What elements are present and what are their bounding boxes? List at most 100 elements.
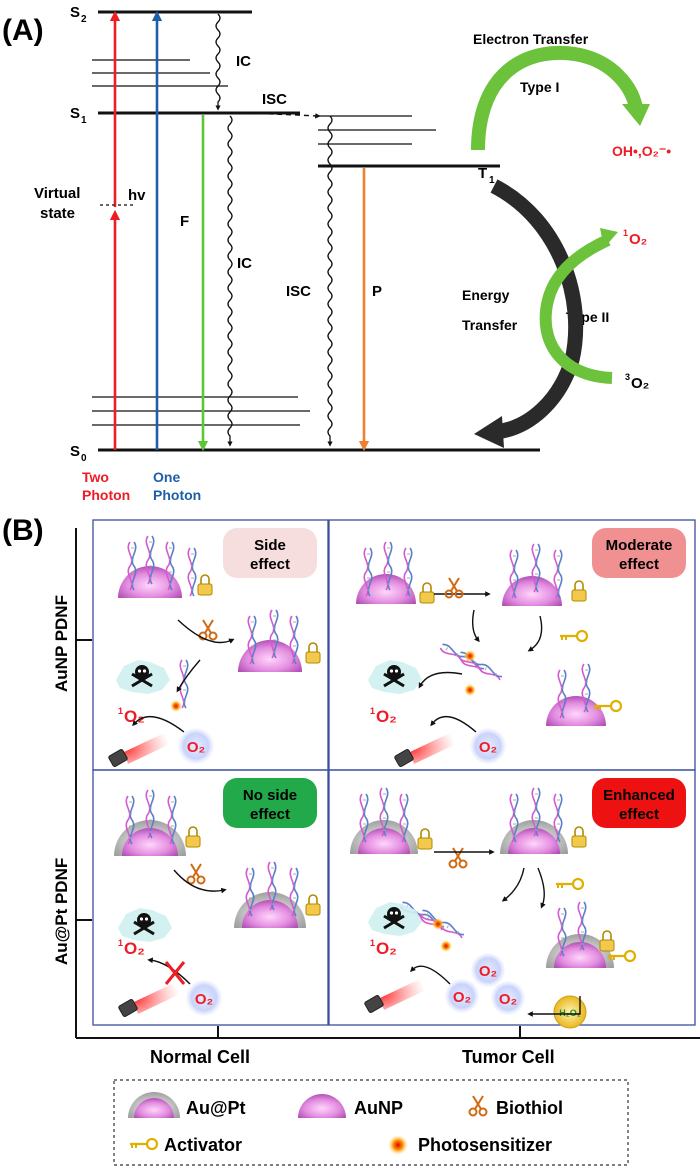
y-axis-label-bottom: Au@Pt PDNF	[52, 858, 71, 965]
lock-icon	[197, 574, 213, 596]
h2o2-arrow	[527, 996, 581, 1017]
f-label: F	[180, 213, 189, 230]
scissors-icon	[468, 1095, 488, 1117]
ic-mid-label: IC	[237, 255, 252, 272]
radicals-label: OH•,O₂⁻•	[612, 143, 671, 159]
skull-icon	[114, 658, 172, 696]
o2-text: O₂	[195, 991, 213, 1008]
o2-text: O₂	[479, 963, 497, 980]
laser-icon	[107, 731, 171, 768]
state-label: state	[40, 205, 75, 222]
triplet-o2-sup: 3	[625, 372, 630, 382]
type-2-curve	[539, 234, 613, 384]
singlet-o2-sup: 1	[118, 706, 123, 716]
energy-label: Energy	[462, 287, 510, 303]
type-2-arrowhead	[600, 228, 618, 248]
legend-biothiol-label: Biothiol	[496, 1098, 563, 1118]
h2o2-text: H₂O₂	[559, 1008, 581, 1018]
panel-b-title: (B)	[2, 514, 44, 547]
t1-sub: 1	[489, 175, 495, 186]
quadrant-aupt-tumor	[328, 769, 696, 1026]
legend-au-pt: Au@Pt	[128, 1092, 246, 1118]
singlet-o2-sup: 1	[623, 228, 628, 238]
enhanced-effect-line-1: Enhanced	[603, 787, 675, 804]
q1-artwork: 1 O₂ O₂	[107, 535, 321, 768]
panel-a-title: (A)	[2, 14, 44, 47]
blocked-cross-icon	[164, 961, 186, 985]
singlet-o2-sup: 1	[118, 938, 123, 948]
lock-icon	[417, 828, 433, 850]
o2-text: O₂	[479, 739, 497, 756]
type-1-label: Type I	[520, 79, 559, 95]
aunp-icon	[298, 1094, 346, 1118]
q3-artwork: 1 O₂ O₂	[114, 789, 321, 1018]
o2-bubble	[445, 979, 479, 1013]
legend-aunp-label: AuNP	[354, 1098, 403, 1118]
legend-activator: Activator	[128, 1135, 242, 1155]
scissors-icon	[186, 863, 206, 885]
no-side-effect-line-1: No side	[243, 787, 297, 804]
o2-text: O₂	[187, 739, 205, 756]
q2-artwork: 1 O₂ O₂	[356, 541, 623, 768]
photosensitizer-icon	[464, 684, 476, 696]
s0-sub: 0	[81, 453, 87, 464]
lock-icon	[305, 894, 321, 916]
aunp-particle	[546, 696, 606, 726]
transfer-label: Transfer	[462, 317, 518, 333]
one-photon-label-2: Photon	[153, 487, 201, 503]
side-effect-line-2: effect	[250, 556, 290, 573]
legend-aunp: AuNP	[298, 1094, 403, 1118]
o2-bubble	[178, 728, 214, 764]
legend-biothiol: Biothiol	[468, 1095, 563, 1118]
scissors-icon	[448, 847, 468, 869]
aunp-particle	[238, 640, 302, 672]
side-effect-badge	[223, 528, 317, 578]
two-photon-label-1: Two	[82, 469, 109, 485]
panel-b: (B) AuNP PDNF Au@Pt PDNF Normal Cell Tum…	[2, 514, 700, 1166]
x-axis-label-right: Tumor Cell	[462, 1047, 555, 1067]
skull-icon	[116, 906, 174, 944]
legend-photosensitizer: Photosensitizer	[388, 1135, 552, 1155]
ic-wave-bottom	[227, 115, 233, 447]
two-photon-label-2: Photon	[82, 487, 130, 503]
moderate-effect-line-2: effect	[619, 556, 659, 573]
key-icon	[554, 877, 585, 891]
triplet-o2-label: O₂	[631, 375, 649, 392]
isc-arrow-label: ISC	[262, 91, 287, 108]
s2-label: S	[70, 4, 80, 21]
aupt-core	[358, 828, 410, 854]
type-1-curve	[471, 45, 643, 151]
vibrational-levels	[92, 59, 436, 426]
side-effect-line-1: Side	[254, 537, 286, 554]
singlet-o2-text: O₂	[376, 939, 397, 958]
one-photon-label-1: One	[153, 469, 180, 485]
skull-icon	[366, 658, 424, 696]
laser-icon	[363, 977, 427, 1014]
moderate-effect-badge	[592, 528, 686, 578]
ic-top-label: IC	[236, 53, 251, 70]
o2-bubble	[471, 953, 505, 987]
o2-text: O₂	[453, 989, 471, 1006]
photosensitizer-icon	[170, 700, 182, 712]
ic-wave-top	[215, 13, 221, 111]
singlet-o2-text: O₂	[124, 707, 145, 726]
s2-sub: 2	[81, 14, 87, 25]
aupt-core	[554, 942, 606, 968]
aupt-core	[508, 828, 560, 854]
lock-icon	[305, 642, 321, 664]
quadrant-aupt-normal	[92, 769, 329, 1026]
aupt-core	[122, 828, 178, 856]
no-side-effect-badge	[223, 778, 317, 828]
energy-transfer-arrowhead	[474, 416, 504, 448]
legend-photosensitizer-label: Photosensitizer	[418, 1135, 552, 1155]
type-1-arrowhead	[622, 104, 650, 126]
s0-label: S	[70, 443, 80, 460]
t1-label: T	[478, 165, 487, 182]
x-axis-label-left: Normal Cell	[150, 1047, 250, 1067]
isc-dashed-arrow	[249, 112, 321, 119]
lock-icon	[599, 930, 615, 952]
singlet-o2-text: O₂	[124, 939, 145, 958]
o2-text: O₂	[499, 991, 517, 1008]
singlet-o2-sup: 1	[370, 938, 375, 948]
moderate-effect-line-1: Moderate	[606, 537, 673, 554]
